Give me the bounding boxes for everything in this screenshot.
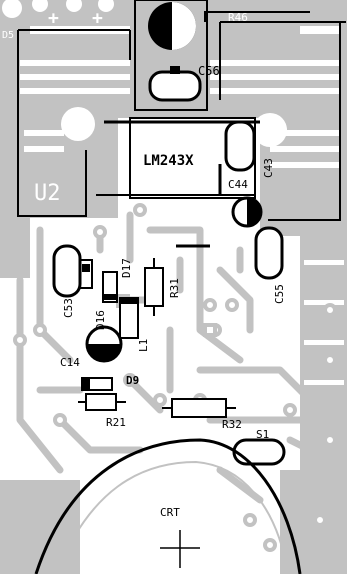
- plus-mark: +: [48, 8, 59, 29]
- d17-diode: [102, 271, 118, 303]
- s1-switch: [232, 438, 286, 466]
- label-c14: C14: [60, 356, 80, 369]
- label-r46: R46: [228, 11, 248, 24]
- label-d5: D5: [2, 30, 14, 41]
- crt-outline: [34, 438, 302, 574]
- d16-diode: [119, 297, 139, 339]
- pad: [243, 513, 257, 527]
- designators: + + D5 R46 C56 LM243X U2 C43 C44 C55 D17…: [2, 8, 286, 519]
- c43-capacitor: [224, 120, 256, 172]
- r32-resistor: [162, 398, 236, 418]
- jumper-bars: [176, 164, 222, 248]
- pad: [123, 373, 137, 387]
- mounting-holes: [2, 0, 287, 147]
- pad: [203, 298, 217, 312]
- r21-resistor: [78, 393, 126, 411]
- pad: [263, 538, 277, 552]
- pad: [323, 353, 337, 367]
- c53-capacitor: [52, 244, 93, 298]
- label-c53: C53: [62, 298, 75, 318]
- pad: [13, 333, 27, 347]
- label-c56: C56: [198, 64, 220, 78]
- label-lm243x: LM243X: [143, 153, 194, 169]
- r46-outline: [204, 11, 310, 22]
- label-l1: L1: [137, 339, 150, 352]
- label-r31: R31: [168, 278, 181, 298]
- pad: [323, 303, 337, 317]
- label-d9: D9: [126, 374, 139, 387]
- pad: [283, 403, 297, 417]
- r31-resistor: [144, 258, 164, 316]
- label-r32: R32: [222, 418, 242, 431]
- label-s1: S1: [256, 428, 269, 441]
- label-d16: D16: [94, 310, 107, 330]
- pad: [133, 203, 147, 217]
- pad: [225, 298, 239, 312]
- pad: [313, 513, 327, 527]
- d9-diode: [81, 377, 113, 391]
- label-c44: C44: [228, 178, 248, 191]
- label-crt: CRT: [160, 506, 180, 519]
- solder-pads: [13, 203, 337, 552]
- label-c55: C55: [273, 284, 286, 304]
- label-r21: R21: [106, 416, 126, 429]
- label-u2: U2: [34, 181, 61, 206]
- top-left-outline: [17, 29, 131, 217]
- square-pad: [203, 323, 217, 337]
- pad: [93, 225, 107, 239]
- pad: [323, 433, 337, 447]
- label-c43: C43: [262, 158, 275, 178]
- c44-capacitor: [231, 196, 263, 228]
- c56-capacitor: [134, 0, 208, 111]
- pad: [33, 323, 47, 337]
- plus-mark: +: [92, 8, 103, 29]
- pad: [53, 413, 67, 427]
- c14-capacitor: [85, 325, 123, 363]
- label-d17: D17: [120, 258, 133, 278]
- pad: [153, 393, 167, 407]
- top-right-outline: [219, 21, 346, 221]
- c55-capacitor: [254, 226, 284, 280]
